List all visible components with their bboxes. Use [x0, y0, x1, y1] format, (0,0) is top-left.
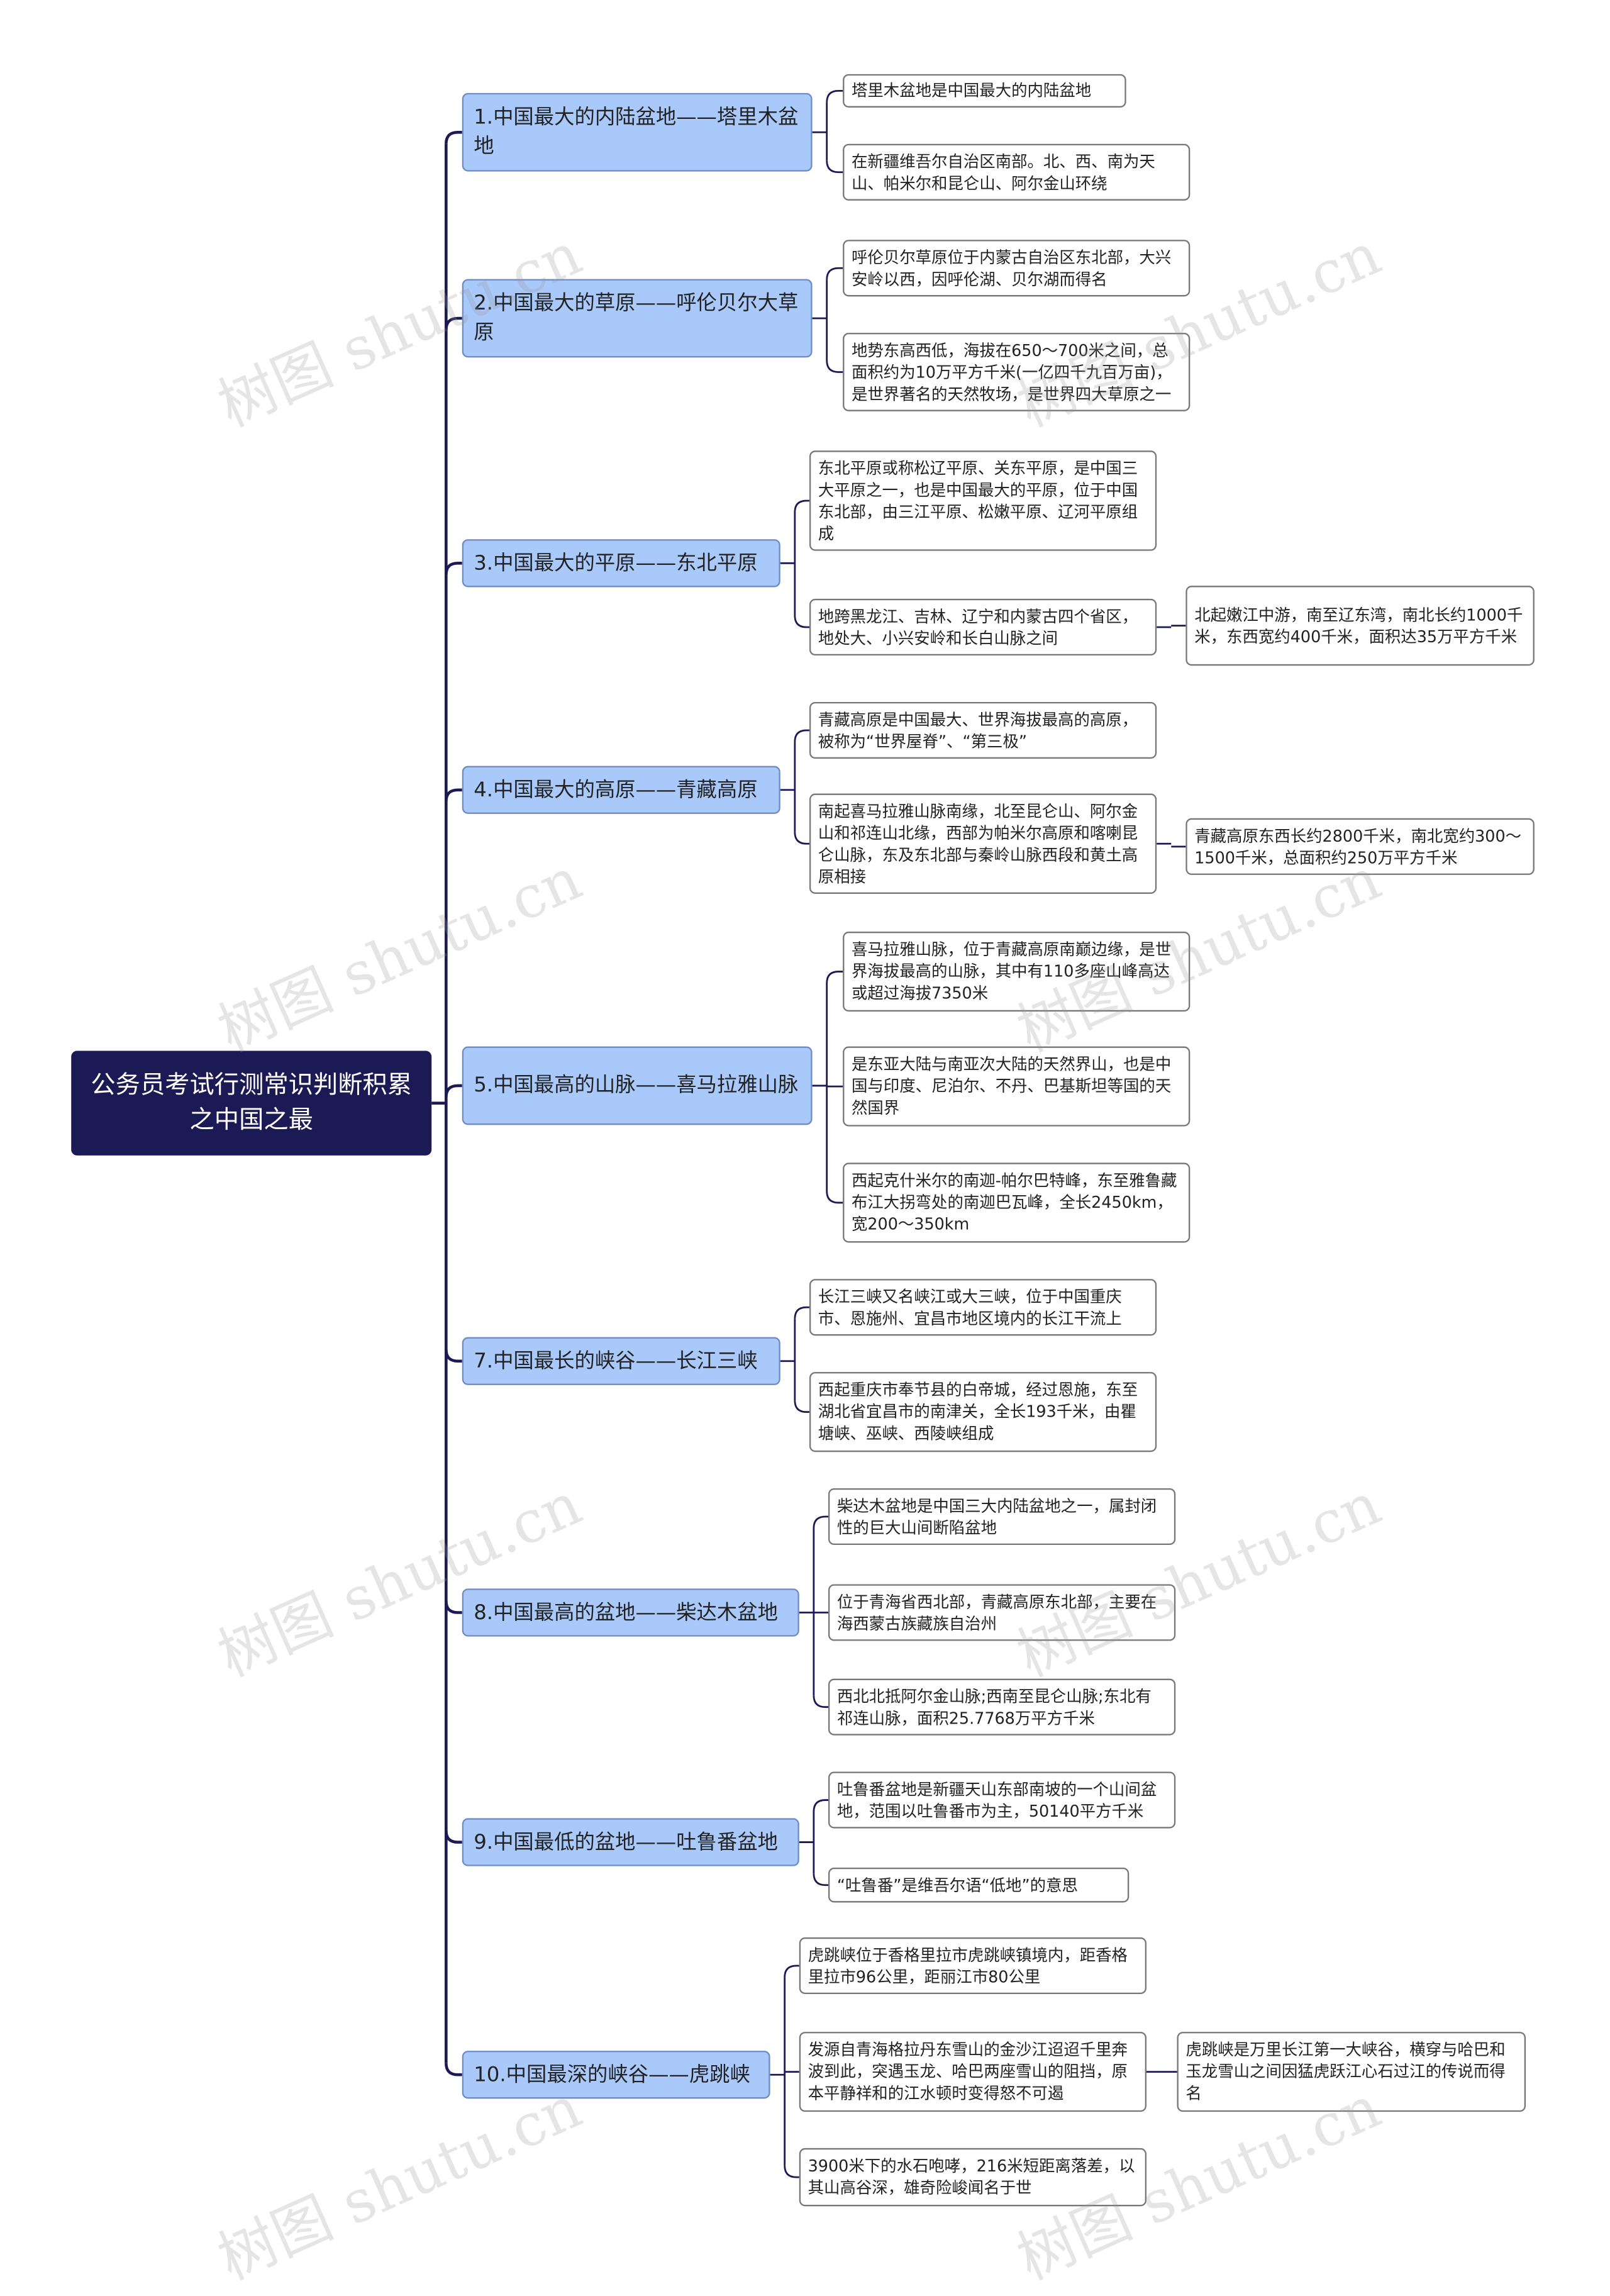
connector-line [813, 1799, 828, 1812]
connector-line [794, 1306, 809, 1319]
connector-line [445, 1349, 462, 1363]
connector-line [813, 1515, 828, 1529]
leaf-node-2-2[interactable]: 地势东高西低，海拔在650～700米之间，总面积约为10万平方千米(一亿四千九百… [843, 333, 1191, 411]
branch-node-4[interactable]: 4.中国最大的高原——青藏高原 [462, 766, 780, 814]
branch-node-5[interactable]: 5.中国最高的山脉——喜马拉雅山脉 [462, 1046, 813, 1125]
leaf-node-4-2-1[interactable]: 青藏高原东西长约2800千米，南北宽约300～1500千米，总面积约250万平方… [1185, 818, 1535, 875]
connector-line [445, 130, 462, 144]
connector-line [445, 1600, 462, 1614]
connector-line [794, 832, 809, 845]
leaf-node-10-1[interactable]: 虎跳峡位于香格里拉市虎跳峡镇境内，距香格里拉市96公里，距丽江市80公里 [799, 1937, 1146, 1995]
connector-line [784, 2165, 799, 2178]
leaf-node-10-3[interactable]: 3900米下的水石咆哮，216米短距离落差，以其山高谷深，雄奇险峻闻名于世 [799, 2148, 1146, 2207]
leaf-node-7-1[interactable]: 长江三峡又名峡江或大三峡，位于中国重庆市、恩施州、宜昌市地区境内的长江干流上 [809, 1279, 1157, 1336]
leaf-node-8-3[interactable]: 西北北抵阿尔金山脉;西南至昆仑山脉;东北有祁连山脉，面积25.7768万平方千米 [828, 1678, 1176, 1736]
connector-line [445, 1830, 462, 1844]
connector-line [813, 1873, 828, 1886]
leaf-node-10-2-1[interactable]: 虎跳峡是万里长江第一大峡谷，横穿与哈巴和玉龙雪山之间因猛虎跃江心石过江的传说而得… [1177, 2032, 1526, 2112]
branch-node-8[interactable]: 8.中国最高的盆地——柴达木盆地 [462, 1588, 799, 1637]
connector-line [794, 615, 809, 628]
leaf-node-2-1[interactable]: 呼伦贝尔草原位于内蒙古自治区东北部，大兴安岭以西，因呼伦湖、贝尔湖而得名 [843, 240, 1191, 297]
leaf-node-9-1[interactable]: 吐鲁番盆地是新疆天山东部南坡的一个山间盆地，范围以吐鲁番市为主，50140平方千… [828, 1771, 1176, 1829]
leaf-node-3-2-1[interactable]: 北起嫩江中游，南至辽东湾，南北长约1000千米，东西宽约400千米，面积达35万… [1185, 586, 1535, 666]
leaf-node-10-2[interactable]: 发源自青海格拉丹东雪山的金沙江迢迢千里奔波到此，突遇玉龙、哈巴两座雪山的阻挡，原… [799, 2032, 1146, 2112]
leaf-node-4-1[interactable]: 青藏高原是中国最大、世界海拔最高的高原，被称为“世界屋脊”、“第三极” [809, 701, 1157, 759]
branch-node-10[interactable]: 10.中国最深的峡谷——虎跳峡 [462, 2051, 770, 2099]
leaf-node-5-3[interactable]: 西起克什米尔的南迦-帕尔巴特峰，东至雅鲁藏布江大拐弯处的南迦巴瓦峰，全长2450… [843, 1162, 1191, 1243]
connector-line [826, 1191, 843, 1204]
branch-node-9[interactable]: 9.中国最低的盆地——吐鲁番盆地 [462, 1818, 799, 1866]
leaf-node-3-2[interactable]: 地跨黑龙江、吉林、辽宁和内蒙古四个省区，地处大、小兴安岭和长白山脉之间 [809, 598, 1157, 656]
connector-line [445, 316, 462, 330]
branch-node-7[interactable]: 7.中国最长的峡谷——长江三峡 [462, 1337, 780, 1385]
connector-line [826, 267, 843, 280]
connector-line [794, 729, 809, 742]
connector-line [826, 160, 843, 174]
connector-line [826, 360, 843, 373]
connector-line [784, 1964, 799, 1978]
leaf-node-8-1[interactable]: 柴达木盆地是中国三大内陆盆地之一，属封闭性的巨大山间断陷盆地 [828, 1488, 1176, 1546]
leaf-node-3-1[interactable]: 东北平原或称松辽平原、关东平原，是中国三大平原之一，也是中国最大的平原，位于中国… [809, 450, 1157, 551]
leaf-node-5-2[interactable]: 是东亚大陆与南亚次大陆的天然界山，也是中国与印度、尼泊尔、不丹、巴基斯坦等国的天… [843, 1046, 1191, 1127]
connector-line [445, 788, 462, 802]
leaf-node-1-2[interactable]: 在新疆维吾尔自治区南部。北、西、南为天山、帕米尔和昆仑山、阿尔金山环绕 [843, 143, 1191, 201]
leaf-node-5-1[interactable]: 喜马拉雅山脉，位于青藏高原南巅边缘，是世界海拔最高的山脉，其中有110多座山峰高… [843, 932, 1191, 1012]
connector-line [813, 1695, 828, 1708]
leaf-node-4-2[interactable]: 南起喜马拉雅山脉南缘，北至昆仑山、阿尔金山和祁连山北缘，西部为帕米尔高原和喀喇昆… [809, 793, 1157, 894]
branch-node-1[interactable]: 1.中国最大的内陆盆地——塔里木盆地 [462, 92, 813, 172]
root-node[interactable]: 公务员考试行测常识判断积累之中国之最 [71, 1050, 432, 1156]
connector-line [445, 562, 462, 575]
leaf-node-1-1[interactable]: 塔里木盆地是中国最大的内陆盆地 [843, 74, 1126, 108]
connector-line [794, 1400, 809, 1413]
connector-line [794, 499, 809, 513]
branch-node-2[interactable]: 2.中国最大的草原——呼伦贝尔大草原 [462, 279, 813, 358]
leaf-node-7-2[interactable]: 西起重庆市奉节县的白帝城，经过恩施，东至湖北省宜昌市的南津关，全长193千米，由… [809, 1372, 1157, 1452]
connector-line [445, 1084, 462, 1098]
connector-line [445, 2063, 462, 2076]
leaf-node-9-2[interactable]: “吐鲁番”是维吾尔语“低地”的意思 [828, 1867, 1130, 1903]
connector-line [826, 971, 843, 984]
connector-line [826, 90, 843, 103]
leaf-node-8-2[interactable]: 位于青海省西北部，青藏高原东北部，主要在海西蒙古族藏族自治州 [828, 1584, 1176, 1641]
branch-node-3[interactable]: 3.中国最大的平原——东北平原 [462, 539, 780, 588]
